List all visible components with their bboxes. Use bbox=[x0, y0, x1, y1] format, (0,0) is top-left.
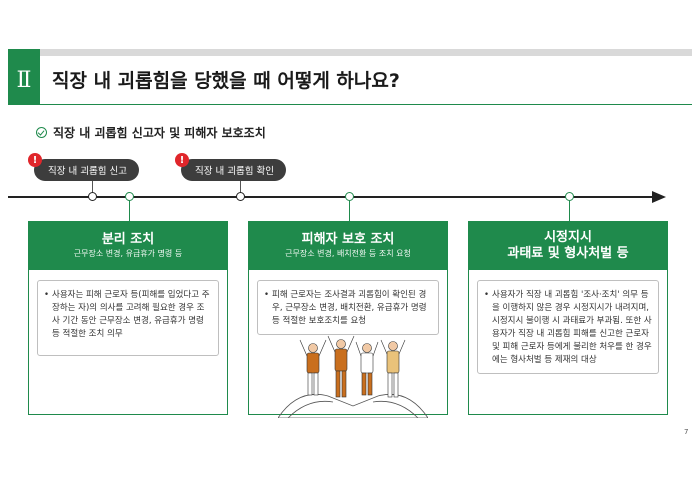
bullet-icon: • bbox=[484, 290, 490, 300]
card-title: 분리 조치 bbox=[101, 232, 155, 247]
people-handshake-illustration bbox=[278, 335, 428, 418]
check-circle-icon bbox=[36, 127, 47, 138]
alert-icon: ! bbox=[175, 153, 189, 167]
top-accent-bar-green bbox=[8, 49, 40, 56]
timeline-dot bbox=[125, 192, 134, 201]
timeline-arrow-icon bbox=[652, 191, 666, 203]
card-title-line2: 과태료 및 형사처벌 등 bbox=[507, 246, 629, 261]
section-title: 직장 내 괴롭힘을 당했을 때 어떻게 하나요? bbox=[52, 70, 400, 92]
timeline-dot bbox=[88, 192, 97, 201]
timeline-connector bbox=[569, 201, 570, 221]
timeline-connector bbox=[129, 201, 130, 221]
bullet-icon: • bbox=[44, 290, 50, 300]
section-header: Ⅱ 직장 내 괴롭힘을 당했을 때 어떻게 하나요? bbox=[8, 56, 692, 104]
card-body-text: 피해 근로자는 조사결과 괴롭힘이 확인된 경우, 근무장소 변경, 배치전환,… bbox=[272, 290, 427, 326]
timeline-connector bbox=[349, 201, 350, 221]
timeline-event-stem bbox=[240, 181, 241, 193]
timeline-dot bbox=[236, 192, 245, 201]
card-header: 시정지시 과태료 및 형사처벌 등 bbox=[469, 222, 667, 270]
page-number: 7 bbox=[684, 428, 689, 436]
card-body: • 사용자는 피해 근로자 등(피해를 입었다고 주장하는 자)의 의사를 고려… bbox=[37, 280, 219, 356]
subtitle-text: 직장 내 괴롭힘 신고자 및 피해자 보호조치 bbox=[53, 126, 266, 140]
card-subtitle: 근무장소 변경, 배치전환 등 조치 요청 bbox=[285, 249, 411, 258]
section-number: Ⅱ bbox=[8, 56, 40, 104]
timeline-line bbox=[8, 196, 658, 198]
timeline-event-label: 직장 내 괴롭힘 신고 bbox=[48, 166, 127, 177]
card-subtitle: 근무장소 변경, 유급휴가 명령 등 bbox=[73, 249, 183, 258]
timeline-event-stem bbox=[92, 181, 93, 193]
card-separation-measure: 분리 조치 근무장소 변경, 유급휴가 명령 등 • 사용자는 피해 근로자 등… bbox=[28, 221, 228, 415]
card-title: 피해자 보호 조치 bbox=[301, 232, 395, 247]
card-body-text: 사용자가 직장 내 괴롭힘 '조사·조치' 의무 등을 이행하지 않은 경우 시… bbox=[492, 290, 652, 365]
card-victim-protection: 피해자 보호 조치 근무장소 변경, 배치전환 등 조치 요청 • 피해 근로자… bbox=[248, 221, 448, 415]
card-title: 시정지시 bbox=[544, 230, 592, 245]
bullet-icon: • bbox=[264, 290, 270, 300]
top-accent-bar bbox=[8, 49, 692, 56]
card-body: • 피해 근로자는 조사결과 괴롭힘이 확인된 경우, 근무장소 변경, 배치전… bbox=[257, 280, 439, 335]
card-header: 분리 조치 근무장소 변경, 유급휴가 명령 등 bbox=[29, 222, 227, 270]
card-correction-order: 시정지시 과태료 및 형사처벌 등 • 사용자가 직장 내 괴롭힘 '조사·조치… bbox=[468, 221, 668, 415]
timeline-dot bbox=[565, 192, 574, 201]
header-divider bbox=[8, 104, 692, 105]
timeline-event-report: ! 직장 내 괴롭힘 신고 bbox=[28, 153, 139, 181]
timeline-event-confirm: ! 직장 내 괴롭힘 확인 bbox=[175, 153, 286, 181]
timeline-event-label: 직장 내 괴롭힘 확인 bbox=[195, 166, 274, 177]
timeline-dot bbox=[345, 192, 354, 201]
card-body-text: 사용자는 피해 근로자 등(피해를 입었다고 주장하는 자)의 의사를 고려해 … bbox=[52, 290, 210, 339]
alert-icon: ! bbox=[28, 153, 42, 167]
card-header: 피해자 보호 조치 근무장소 변경, 배치전환 등 조치 요청 bbox=[249, 222, 447, 270]
subtitle: 직장 내 괴롭힘 신고자 및 피해자 보호조치 bbox=[36, 124, 266, 141]
card-body: • 사용자가 직장 내 괴롭힘 '조사·조치' 의무 등을 이행하지 않은 경우… bbox=[477, 280, 659, 374]
